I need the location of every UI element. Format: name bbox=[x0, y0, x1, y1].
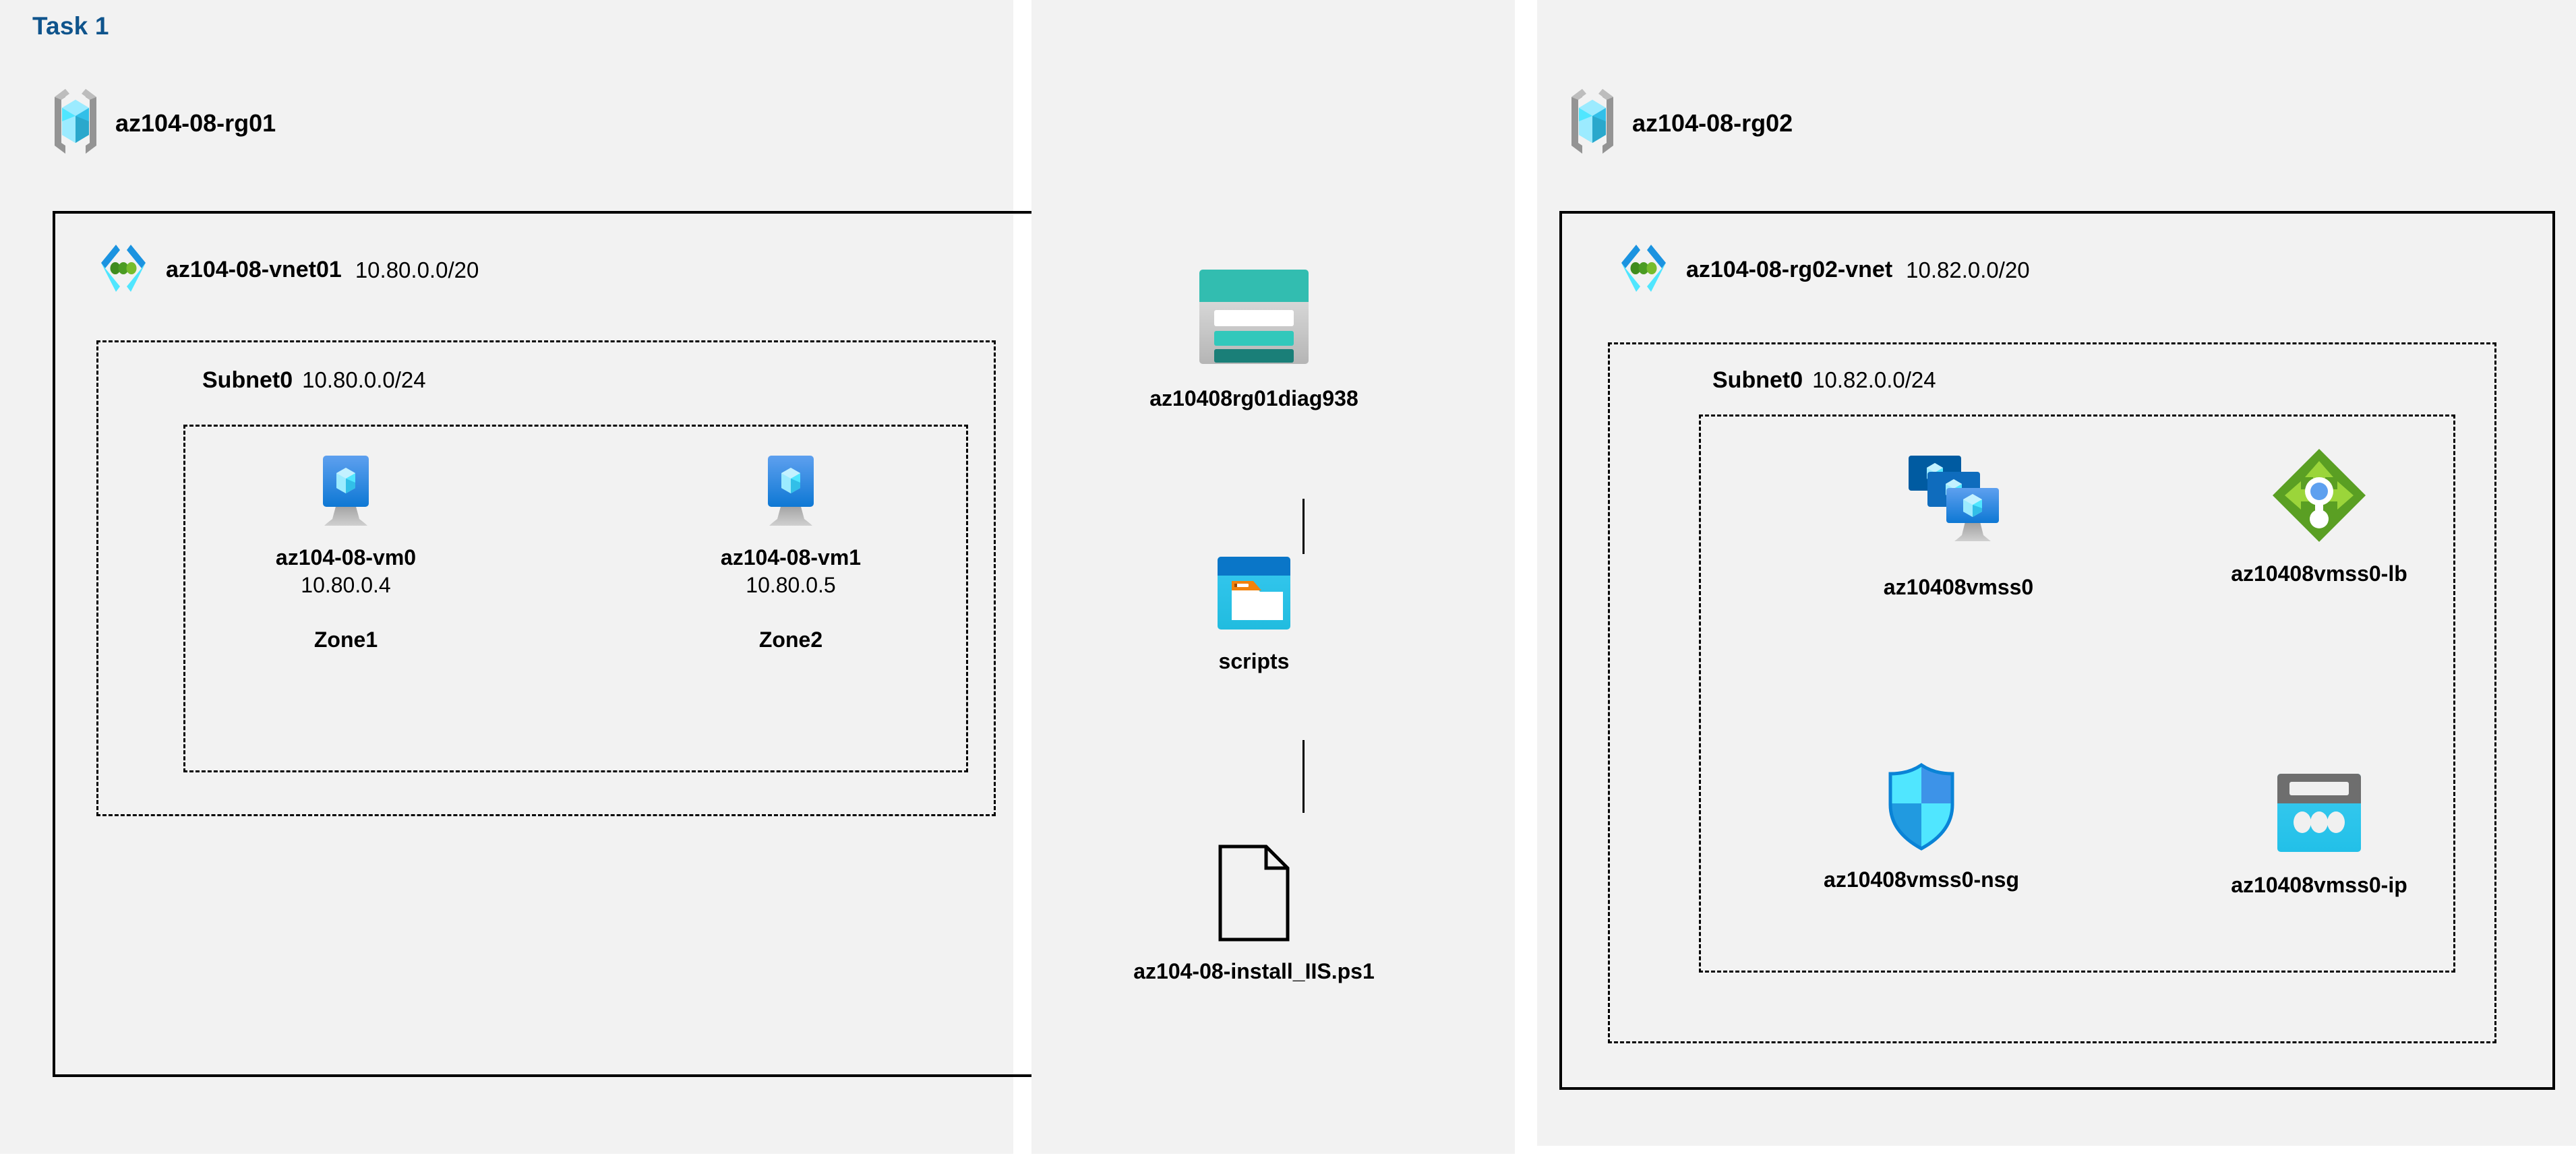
vm1-ip: 10.80.0.5 bbox=[746, 573, 836, 597]
subnet01-header: Subnet0 10.80.0.0/24 bbox=[202, 367, 426, 394]
blob-container-node: scripts bbox=[1187, 553, 1321, 674]
storage-account-name: az10408rg01diag938 bbox=[1149, 386, 1358, 410]
subnet01-cidr: 10.80.0.0/24 bbox=[302, 367, 426, 392]
vnet02-cidr: 10.82.0.0/20 bbox=[1906, 257, 2030, 282]
public-ip-address-icon bbox=[2272, 768, 2366, 861]
blob-container-name: scripts bbox=[1218, 649, 1290, 673]
storage-account-icon bbox=[1190, 263, 1318, 374]
task1-title: Task 1 bbox=[32, 12, 109, 40]
subnet02-cidr: 10.82.0.0/24 bbox=[1812, 367, 1936, 392]
nsg-name: az10408vmss0-nsg bbox=[1824, 867, 2019, 892]
task3-panel bbox=[1537, 0, 2576, 1146]
script-file-icon bbox=[1209, 842, 1298, 947]
vnet01-header: az104-08-vnet01 10.80.0.0/20 bbox=[94, 239, 479, 301]
connector-container-to-file bbox=[1302, 740, 1305, 813]
resource-group-icon bbox=[51, 86, 100, 160]
network-security-group-node: az10408vmss0-nsg bbox=[1753, 762, 2090, 892]
vm0-name: az104-08-vm0 bbox=[275, 545, 417, 570]
script-file-node: az104-08-install_IIS.ps1 bbox=[1072, 842, 1436, 984]
vm-node-az104-08-vm1: az104-08-vm1 10.80.0.5 Zone2 bbox=[710, 453, 872, 652]
resource-group-rg01: az104-08-rg01 bbox=[51, 86, 276, 160]
resource-group-icon bbox=[1567, 86, 1617, 160]
vm1-zone: Zone2 bbox=[758, 627, 823, 652]
subnet02-inner-boundary bbox=[1699, 415, 2455, 973]
subnet02-boundary bbox=[1608, 342, 2496, 1043]
subnet02-name: Subnet0 bbox=[1712, 367, 1803, 393]
vnet02-header: az104-08-rg02-vnet 10.82.0.0/20 bbox=[1615, 239, 2030, 301]
script-file-name: az104-08-install_IIS.ps1 bbox=[1133, 959, 1375, 983]
virtual-network-icon bbox=[94, 239, 152, 301]
public-ip-name: az10408vmss0-ip bbox=[2231, 873, 2407, 897]
virtual-machine-icon bbox=[312, 453, 380, 533]
virtual-network-icon bbox=[1615, 239, 1673, 301]
vnet02-boundary bbox=[1559, 211, 2555, 1090]
virtual-machine-icon bbox=[757, 453, 825, 533]
task1-panel bbox=[0, 0, 1013, 1154]
blob-container-icon bbox=[1214, 553, 1294, 637]
vnet01-cidr: 10.80.0.0/20 bbox=[355, 257, 479, 282]
resource-group-rg02-label: az104-08-rg02 bbox=[1632, 109, 1793, 137]
load-balancer-name: az10408vmss0-lb bbox=[2231, 561, 2407, 586]
vm-node-az104-08-vm0: az104-08-vm0 10.80.0.4 Zone1 bbox=[265, 453, 427, 652]
public-ip-address-node: az10408vmss0-ip bbox=[2171, 768, 2467, 898]
vm-scale-set-icon bbox=[1902, 452, 2015, 563]
load-balancer-icon bbox=[2269, 445, 2370, 549]
subnet01-name: Subnet0 bbox=[202, 367, 293, 393]
vnet02-name: az104-08-rg02-vnet bbox=[1686, 257, 1893, 282]
vmss-name: az10408vmss0 bbox=[1883, 575, 2034, 599]
vm-scale-set-node: az10408vmss0 bbox=[1814, 452, 2103, 600]
resource-group-rg01-label: az104-08-rg01 bbox=[115, 109, 276, 137]
vm1-name: az104-08-vm1 bbox=[720, 545, 862, 570]
subnet01-boundary bbox=[96, 340, 996, 816]
load-balancer-node: az10408vmss0-lb bbox=[2171, 445, 2467, 586]
network-security-group-icon bbox=[1884, 762, 1959, 855]
storage-account-node: az10408rg01diag938 bbox=[1139, 263, 1369, 411]
vm0-ip: 10.80.0.4 bbox=[301, 573, 391, 597]
resource-group-rg02: az104-08-rg02 bbox=[1567, 86, 1793, 160]
subnet01-inner-boundary bbox=[183, 425, 968, 772]
subnet02-header: Subnet0 10.82.0.0/24 bbox=[1712, 367, 1936, 394]
vnet01-name: az104-08-vnet01 bbox=[166, 257, 342, 282]
connector-storage-to-container bbox=[1302, 499, 1305, 554]
vm0-zone: Zone1 bbox=[313, 627, 378, 652]
